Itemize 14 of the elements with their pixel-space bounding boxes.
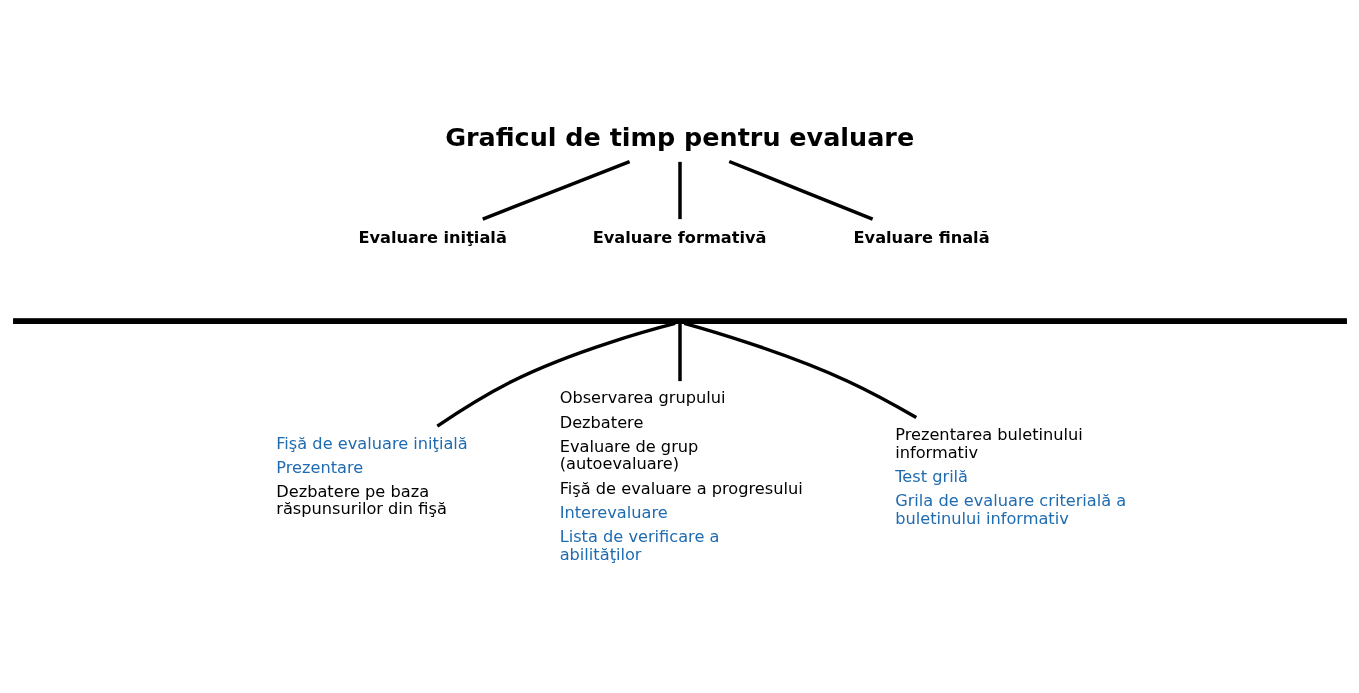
node-text: Evaluare formativă bbox=[592, 228, 766, 248]
connector bbox=[677, 323, 682, 382]
node-text: Prezentarea buletinului informativ Test grilă Grila de evaluare criterială a buletinului informativ bbox=[894, 425, 1126, 528]
node-text: Graficul de timp pentru evaluare bbox=[444, 121, 914, 152]
connector bbox=[728, 159, 873, 221]
node-bar bbox=[12, 318, 1347, 324]
node-text: Evaluare iniţială bbox=[357, 228, 507, 248]
connector bbox=[683, 321, 917, 419]
connector bbox=[481, 159, 630, 221]
node-text: Fişă de evaluare iniţială Prezentare Dezbatere pe baza răspunsurilor din fişă bbox=[275, 433, 468, 519]
connector bbox=[677, 161, 682, 220]
connector bbox=[435, 321, 676, 428]
node-text: Evaluare finală bbox=[853, 228, 990, 248]
node-text: Observarea grupului Dezbatere Evaluare de grup (autoevaluare) Fişă de evaluare a progresului Interevaluare Lista de verificare a abilităţilor bbox=[559, 388, 803, 564]
